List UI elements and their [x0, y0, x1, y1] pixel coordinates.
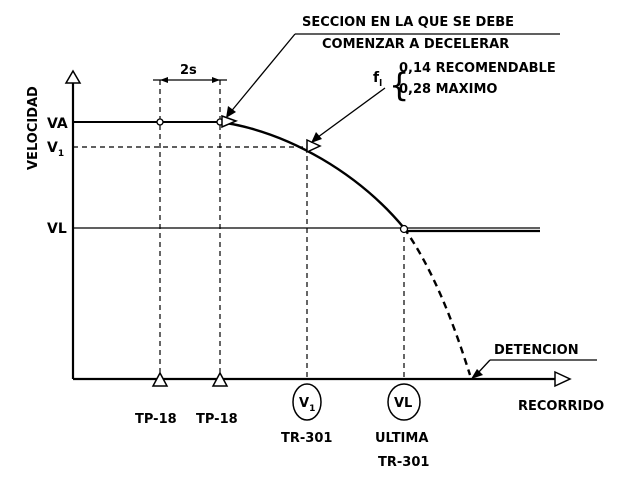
- friction-maximum: 0,28 MAXIMO: [399, 82, 497, 97]
- friction-brace: {: [389, 66, 409, 104]
- vl-point: [399, 224, 409, 234]
- x-axis-arrow-icon: [554, 370, 572, 388]
- friction-recommended: 0,14 RECOMENDABLE: [399, 61, 556, 76]
- friction-callout-leader: [313, 87, 386, 141]
- tr301-label: TR-301: [281, 431, 332, 446]
- y-axis-label: VELOCIDAD: [26, 86, 41, 170]
- stop-callout-arrow-icon: [471, 369, 483, 379]
- tp18-first-point: [156, 118, 164, 126]
- interval-arrow-right-icon: [212, 77, 220, 83]
- vl-signal-icon: [387, 383, 421, 421]
- v1-marker-icon: [306, 138, 322, 154]
- ultima-tr301-label: TR-301: [378, 455, 429, 470]
- v1-signal-label: V1: [299, 396, 315, 414]
- interval-label: 2s: [180, 63, 197, 78]
- tp18-second-signal-icon: [211, 371, 229, 387]
- stop-callout-label: DETENCION: [494, 343, 579, 358]
- friction-callout-arrow-icon: [311, 132, 322, 143]
- v1-level-label: V1: [47, 140, 64, 159]
- vl-level-label: VL: [47, 221, 67, 237]
- interval-arrow-left-icon: [160, 77, 168, 83]
- final-braking-curve: [403, 227, 472, 376]
- decel-callout-line1: SECCION EN LA QUE SE DEBE: [302, 15, 514, 30]
- deceleration-curve: [219, 120, 405, 229]
- tp18-first-label: TP-18: [135, 412, 177, 427]
- y-axis-arrow-icon: [64, 69, 82, 84]
- decel-callout-line2: COMENZAR A DECELERAR: [322, 37, 509, 52]
- v1-signal-icon: [292, 383, 322, 421]
- vl-signal-label: VL: [394, 396, 412, 411]
- ultima-label: ULTIMA: [375, 431, 428, 446]
- x-axis-label: RECORRIDO: [518, 399, 604, 414]
- tp18-first-signal-icon: [151, 371, 169, 387]
- tp18-second-label: TP-18: [196, 412, 238, 427]
- va-level-label: VA: [47, 116, 68, 132]
- decel-start-marker-icon: [221, 114, 239, 129]
- decel-callout-leader: [228, 33, 296, 115]
- decel-callout-arrow-icon: [226, 106, 236, 118]
- friction-symbol: fl: [373, 70, 382, 89]
